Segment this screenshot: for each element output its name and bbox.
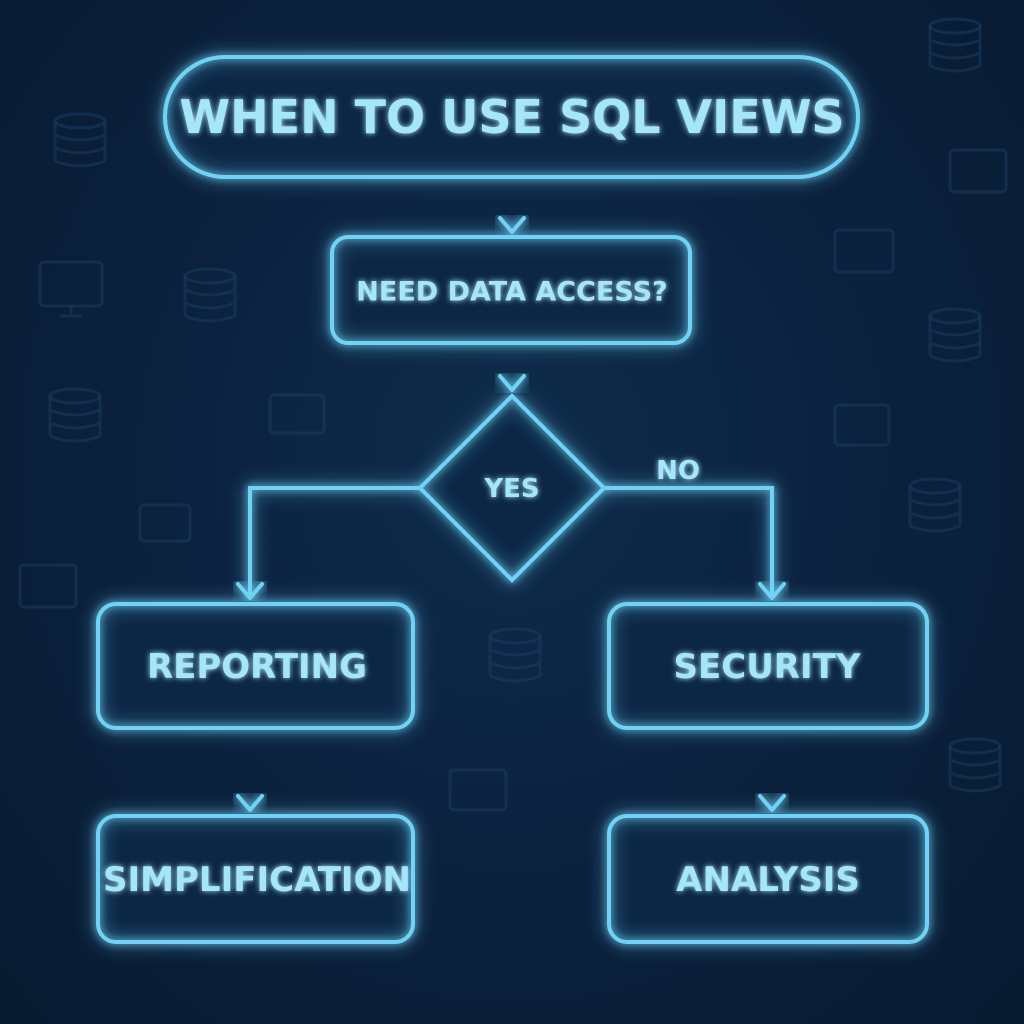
database-icon: [928, 307, 982, 363]
database-icon: [948, 737, 1002, 793]
decision-label: YES: [483, 474, 539, 504]
question-label: NEED DATA ACCESS?: [356, 277, 667, 308]
connector-decision-to-security: [604, 486, 774, 596]
database-icon: [183, 267, 237, 323]
arrowhead-icon: [758, 582, 786, 600]
arrowhead-icon: [758, 794, 786, 812]
monitor-icon: [948, 148, 1008, 194]
diagram-title: WHEN TO USE SQL VIEWS: [179, 90, 844, 144]
monitor-icon: [38, 260, 104, 318]
arrowhead-icon: [236, 794, 264, 812]
monitor-icon: [268, 393, 326, 435]
reporting-label: REPORTING: [147, 647, 367, 687]
monitor-icon: [138, 503, 192, 543]
question-node: NEED DATA ACCESS?: [330, 235, 692, 345]
monitor-icon: [448, 768, 508, 812]
database-icon: [928, 17, 982, 73]
simplification-label: SIMPLIFICATION: [103, 860, 411, 900]
security-label: SECURITY: [674, 647, 861, 687]
database-icon: [488, 627, 542, 683]
arrowhead-icon: [236, 582, 264, 600]
analysis-node: ANALYSIS: [607, 814, 929, 944]
monitor-icon: [833, 403, 891, 447]
database-icon: [48, 387, 102, 443]
security-node: SECURITY: [607, 602, 929, 730]
connector-decision-to-reporting: [248, 486, 420, 596]
branch-no-label: NO: [656, 456, 700, 486]
arrowhead-icon: [498, 374, 526, 392]
database-icon: [53, 112, 107, 168]
monitor-icon: [18, 563, 78, 609]
analysis-label: ANALYSIS: [676, 860, 860, 900]
simplification-node: SIMPLIFICATION: [96, 814, 415, 944]
title-node: WHEN TO USE SQL VIEWS: [163, 55, 860, 179]
decision-node: YES: [417, 393, 607, 583]
arrowhead-icon: [498, 216, 526, 234]
reporting-node: REPORTING: [96, 602, 415, 730]
monitor-icon: [833, 228, 895, 274]
database-icon: [908, 477, 962, 533]
